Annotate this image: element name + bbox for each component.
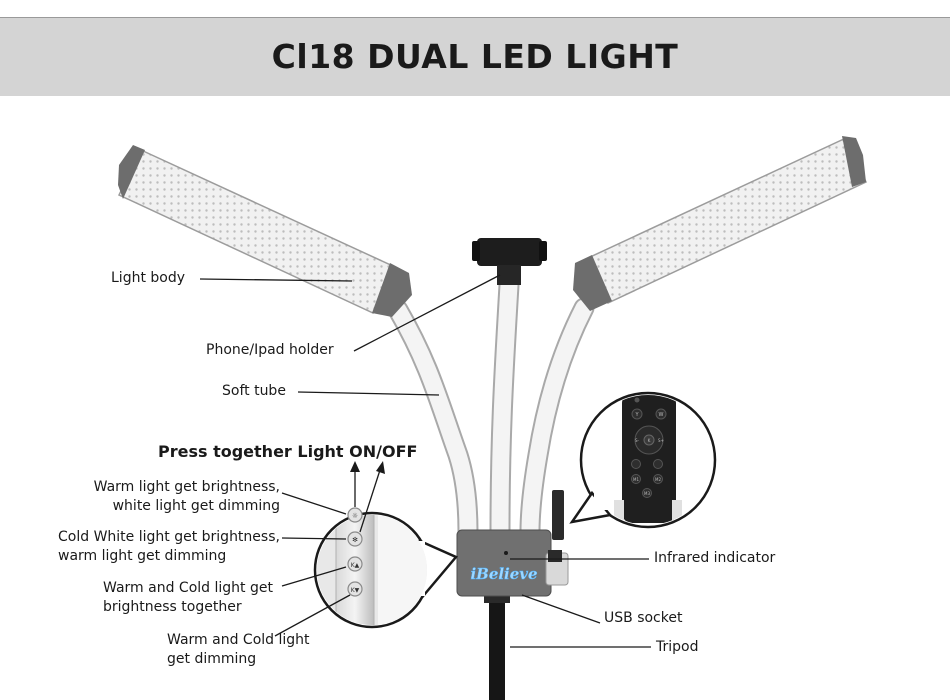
leader-usb bbox=[521, 594, 601, 624]
label-press-together: Press together Light ON/OFF bbox=[158, 442, 418, 461]
label-btn4-line2: get dimming bbox=[167, 651, 257, 667]
remote-btn-s-minus: S- bbox=[635, 438, 640, 443]
arrow-head-right bbox=[376, 461, 385, 474]
phone-holder bbox=[472, 238, 547, 285]
leader-phone-holder bbox=[353, 274, 501, 352]
snowflake-icon: ✻ bbox=[352, 536, 358, 544]
label-btn4-line1: Warm and Cold light bbox=[167, 632, 310, 648]
remote-btn-m2: M2 bbox=[655, 477, 661, 482]
sun-icon: ☼ bbox=[352, 512, 358, 520]
cold-brightness-button bbox=[347, 531, 363, 547]
leader-light-body bbox=[199, 278, 353, 282]
label-infrared: Infrared indicator bbox=[654, 550, 776, 566]
label-usb: USB socket bbox=[604, 610, 683, 626]
soft-tube-left bbox=[387, 299, 479, 543]
label-btn1-line1: Warm light get brightness, bbox=[93, 479, 280, 495]
product-diagram: iBelieve ☼ ✻ K▲ K▼ bbox=[117, 136, 867, 700]
remote-btn-k: K bbox=[648, 438, 651, 443]
leader-btn2 bbox=[281, 537, 347, 540]
title-banner: Cl18 DUAL LED LIGHT bbox=[0, 17, 950, 96]
brand-logo: iBelieve bbox=[470, 565, 537, 583]
top-strip bbox=[0, 0, 950, 17]
brightness-up-icon: K▲ bbox=[351, 562, 360, 569]
soft-tube-center bbox=[489, 274, 520, 543]
label-light-body: Light body bbox=[111, 270, 186, 286]
remote-callout: Y W S- K S+ M1 M2 M3 bbox=[569, 391, 717, 529]
remote-btn-w: Y bbox=[634, 412, 639, 418]
label-phone-holder: Phone/Ipad holder bbox=[206, 342, 334, 358]
remote-btn-m3: M3 bbox=[644, 491, 650, 496]
remote-control bbox=[622, 395, 676, 523]
tripod-pole bbox=[489, 595, 505, 700]
label-btn2: Cold White light get brightness, warm li… bbox=[58, 528, 280, 566]
light-body-left bbox=[117, 145, 412, 317]
label-btn3-line2: brightness together bbox=[103, 599, 242, 615]
arrow-up-right bbox=[359, 469, 381, 533]
soft-tube-right bbox=[519, 297, 595, 543]
leader-lines bbox=[199, 274, 651, 648]
leader-btn1 bbox=[281, 492, 347, 515]
remote-btn-y: W bbox=[659, 412, 664, 418]
remote-btn-s-plus: S+ bbox=[658, 438, 664, 443]
both-brightness-button bbox=[347, 556, 363, 572]
page-title: Cl18 DUAL LED LIGHT bbox=[271, 37, 679, 76]
label-btn2-line1: Cold White light get brightness, bbox=[58, 529, 280, 545]
warm-brightness-button bbox=[347, 507, 363, 523]
infrared-indicator-dot bbox=[504, 551, 508, 555]
label-btn4: Warm and Cold light get dimming bbox=[167, 631, 310, 669]
label-btn1-line2: white light get dimming bbox=[112, 498, 280, 514]
control-box: iBelieve bbox=[456, 490, 569, 597]
label-btn2-line2: warm light get dimming bbox=[58, 548, 227, 564]
arrow-head-left bbox=[350, 461, 360, 472]
label-btn1: Warm light get brightness, white light g… bbox=[94, 478, 280, 516]
label-btn3: Warm and Cold light get brightness toget… bbox=[103, 579, 273, 617]
leader-btn3 bbox=[281, 566, 347, 587]
leader-btn4 bbox=[274, 594, 351, 637]
remote-btn-m1: M1 bbox=[633, 477, 639, 482]
leader-soft-tube bbox=[297, 391, 440, 396]
label-btn3-line1: Warm and Cold light get bbox=[103, 580, 273, 596]
label-tripod: Tripod bbox=[656, 639, 699, 655]
light-body-right bbox=[573, 136, 867, 311]
brightness-down-icon: K▼ bbox=[351, 587, 360, 594]
remote-clip bbox=[552, 490, 564, 540]
label-soft-tube: Soft tube bbox=[222, 383, 286, 399]
both-dimming-button bbox=[347, 581, 363, 597]
